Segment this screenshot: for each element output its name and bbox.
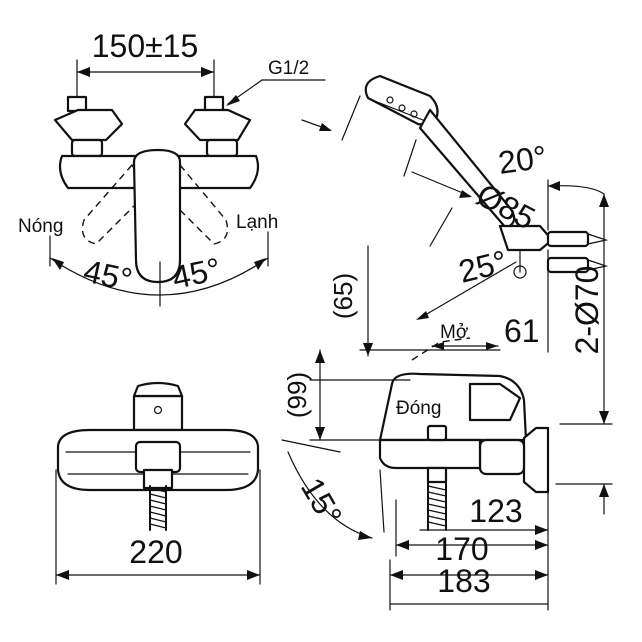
height-65: (65) [328,273,358,319]
shower-angle: 20° [496,139,549,181]
side-view: 20° Ø85 25° (65) Mở Đóng (99) 61 [281,74,613,611]
hot-label: Nóng [18,216,63,237]
thread-label: G1/2 [268,58,309,79]
hole-spacing: 2-Ø70 [569,266,605,355]
depth-123: 123 [469,493,522,529]
height-99: (99) [282,372,312,418]
depth-170: 170 [435,531,488,567]
top-view: 150±15 G1/2 45° 45° Nóng Lạnh [18,28,326,307]
swing-left-angle: 45° [81,253,136,298]
closed-label: Đóng [396,398,441,419]
cold-label: Lạnh [236,212,278,233]
depth-183: 183 [437,563,490,599]
holder-angle: 25° [455,243,511,290]
open-label: Mở [440,322,468,343]
height-61: 61 [504,313,540,349]
front-view: 220 [55,381,261,585]
spacing-dimension: 150±15 [92,28,199,64]
front-width-dimension: 220 [129,534,182,570]
